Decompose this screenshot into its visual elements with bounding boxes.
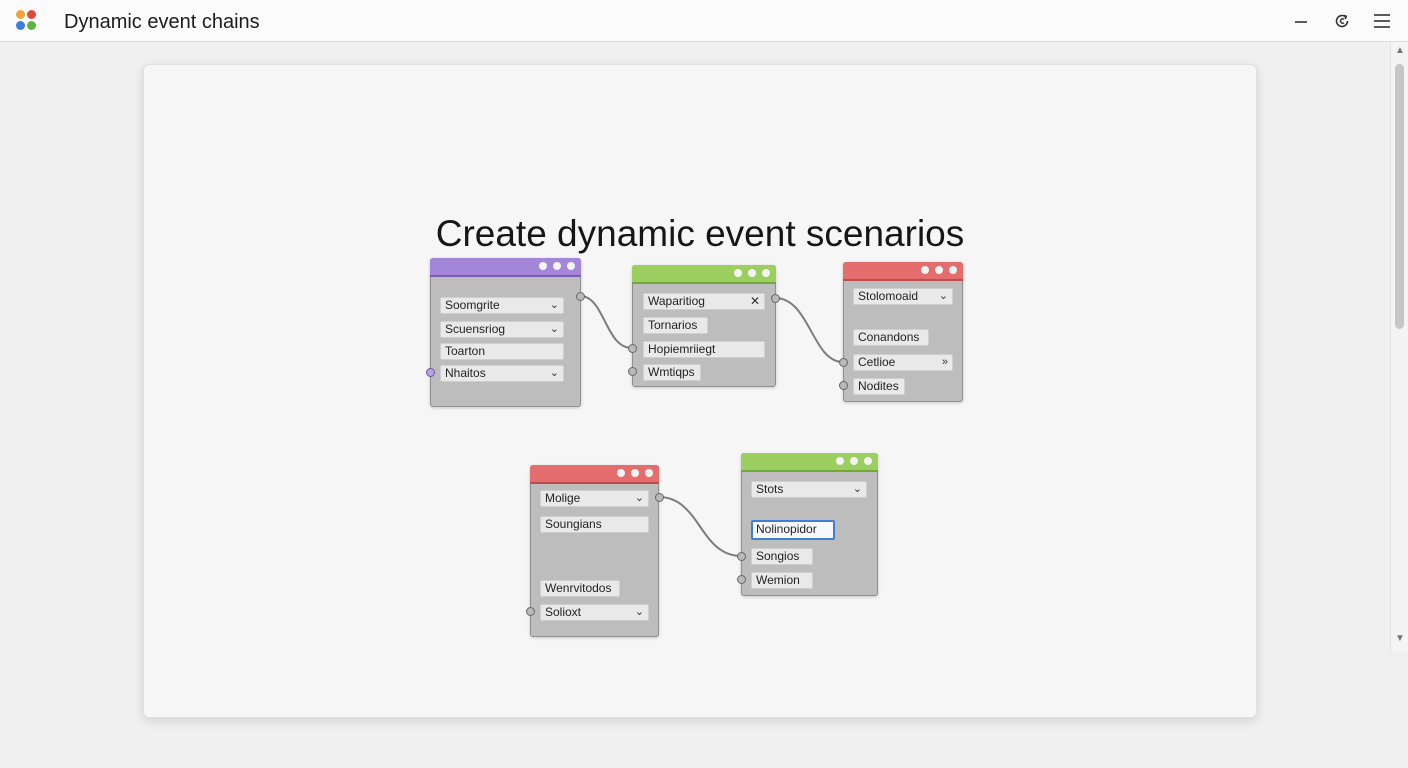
node-header[interactable]	[530, 465, 659, 484]
scroll-up-icon[interactable]: ▲	[1395, 45, 1405, 56]
output-port[interactable]	[771, 294, 780, 303]
scroll-down-icon[interactable]: ▼	[1395, 633, 1405, 644]
node-header[interactable]	[843, 262, 963, 281]
app-logo-icon	[16, 10, 40, 32]
node-dropdown[interactable]: Scuensriog⌄	[440, 321, 564, 338]
input-port[interactable]	[839, 358, 848, 367]
chevron-down-icon: ⌄	[938, 290, 948, 302]
input-port[interactable]	[628, 367, 637, 376]
node-window-dots[interactable]	[734, 269, 770, 277]
chevron-down-icon: ⌄	[549, 299, 559, 311]
event-node[interactable]: Soomgrite⌄ Scuensriog⌄ Toarton Nhaitos⌄	[430, 258, 581, 407]
chevron-down-icon: ⌄	[549, 323, 559, 335]
hamburger-menu-icon[interactable]	[1369, 8, 1395, 34]
input-port[interactable]	[839, 381, 848, 390]
node-window-dots[interactable]	[921, 266, 957, 274]
node-dropdown[interactable]: Stots⌄	[751, 481, 867, 498]
node-field[interactable]: Hopiemriiegt	[643, 341, 765, 358]
node-header[interactable]	[430, 258, 581, 277]
node-dropdown[interactable]: Nhaitos⌄	[440, 365, 564, 382]
node-dropdown[interactable]: Solioxt⌄	[540, 604, 649, 621]
refresh-icon[interactable]	[1329, 8, 1355, 34]
vertical-scrollbar[interactable]: ▲ ▼	[1390, 42, 1408, 652]
input-port[interactable]	[526, 607, 535, 616]
node-dropdown[interactable]: Soomgrite⌄	[440, 297, 564, 314]
node-field-with-toggle[interactable]: Cetlioe»	[853, 354, 953, 371]
node-window-dots[interactable]	[539, 262, 575, 270]
focused-text-input[interactable]: Nolinopidor	[751, 520, 835, 540]
double-chevron-icon[interactable]: »	[941, 356, 948, 368]
input-port[interactable]	[426, 368, 435, 377]
page-title: Create dynamic event scenarios	[435, 213, 965, 254]
input-port[interactable]	[737, 575, 746, 584]
node-field[interactable]: Nodites	[853, 378, 905, 395]
node-field[interactable]: Wenrvitodos	[540, 580, 620, 597]
node-field[interactable]: Toarton	[440, 343, 564, 360]
window-title: Dynamic event chains	[64, 11, 260, 33]
event-node[interactable]: Waparitiog✕ Tornarios Hopiemriiegt Wmtiq…	[632, 265, 776, 387]
event-node[interactable]: Stolomoaid⌄ Conandons Cetlioe» Nodites	[843, 262, 963, 402]
output-port[interactable]	[655, 493, 664, 502]
main-card: Create dynamic event scenarios	[143, 64, 1257, 718]
chevron-down-icon: ⌄	[852, 483, 862, 495]
title-bar: Dynamic event chains	[0, 0, 1408, 42]
chevron-down-icon: ⌄	[634, 492, 644, 504]
scrollbar-thumb[interactable]	[1395, 64, 1404, 329]
node-window-dots[interactable]	[836, 457, 872, 465]
input-port[interactable]	[628, 344, 637, 353]
output-port[interactable]	[576, 292, 585, 301]
node-field[interactable]: Soungians	[540, 516, 649, 533]
node-header[interactable]	[741, 453, 878, 472]
input-port[interactable]	[737, 552, 746, 561]
node-header[interactable]	[632, 265, 776, 284]
event-node[interactable]: Stots⌄ Nolinopidor Songios Wemion	[741, 453, 878, 596]
chevron-down-icon: ⌄	[549, 367, 559, 379]
close-icon[interactable]: ✕	[749, 294, 760, 308]
node-field[interactable]: Songios	[751, 548, 813, 565]
node-field[interactable]: Wemion	[751, 572, 813, 589]
node-field[interactable]: Tornarios	[643, 317, 708, 334]
node-dropdown[interactable]: Stolomoaid⌄	[853, 288, 953, 305]
minimize-icon[interactable]	[1288, 8, 1314, 34]
node-field-with-close[interactable]: Waparitiog✕	[643, 293, 765, 310]
node-field[interactable]: Conandons	[853, 329, 929, 346]
event-node[interactable]: Molige⌄ Soungians Wenrvitodos Solioxt⌄	[530, 465, 659, 637]
node-dropdown[interactable]: Molige⌄	[540, 490, 649, 507]
node-window-dots[interactable]	[617, 469, 653, 477]
chevron-down-icon: ⌄	[634, 606, 644, 618]
node-field[interactable]: Wmtiqps	[643, 364, 701, 381]
